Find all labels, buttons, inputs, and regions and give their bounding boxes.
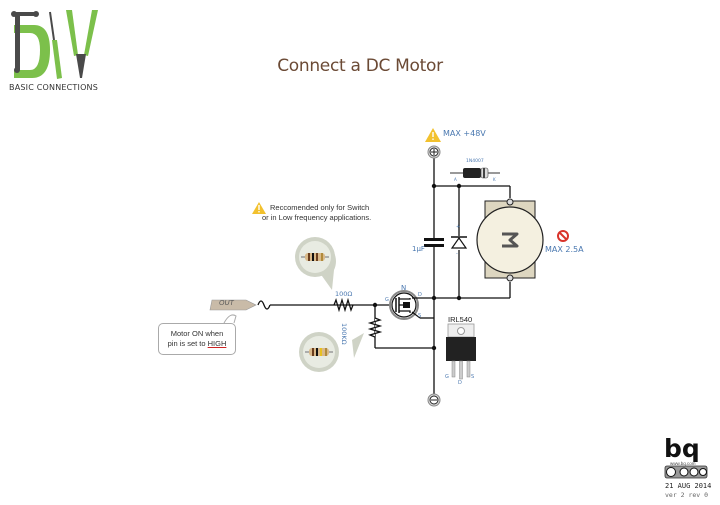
pulldown-resistor-label: 100KΩ: [340, 323, 348, 345]
mosfet-gate-label: G: [385, 297, 389, 303]
out-tag: [209, 299, 257, 311]
capacitor-label: 1µF: [412, 245, 425, 253]
motor-on-callout: Motor ON when pin is set to HIGH: [158, 323, 236, 355]
gate-resistor-label: 100Ω: [335, 290, 353, 298]
bq-logo: bq: [664, 434, 700, 463]
junctions: [372, 183, 462, 351]
diode-1n4007: [450, 167, 500, 179]
plus-terminal: [427, 145, 441, 159]
diode-label: 1N4007: [466, 159, 484, 164]
resistor-bubble-pulldown: [299, 332, 364, 372]
flyback-minus-label: -: [456, 251, 458, 257]
package-pin-s: S: [471, 374, 475, 380]
footer-date: 21 AUG 2014: [665, 482, 712, 490]
diode-anode-label: A: [454, 177, 457, 182]
dc-motor: [476, 198, 544, 282]
mosfet-part-label: IRL540: [448, 315, 473, 324]
pulldown-resistor: [367, 317, 383, 338]
voltage-warning-label: MAX +48V: [443, 129, 486, 138]
diy-logo: [11, 10, 98, 79]
mosfet-drain-label: D: [418, 292, 422, 298]
irl540-package: [446, 323, 476, 380]
diode-cathode-label: K: [493, 177, 496, 182]
flyback-plus-label: +: [456, 224, 461, 230]
flyback-diode-symbol: [450, 236, 468, 250]
recommendation-warning-icon: [252, 202, 266, 214]
minus-terminal: [427, 393, 441, 407]
current-warning-label: MAX 2.5A: [545, 245, 584, 254]
mosfet-source-label: S: [418, 313, 422, 319]
warning-icon: [425, 128, 441, 142]
cc-license-badge: [664, 465, 708, 479]
recommendation-line-2: or in Low frequency applications.: [262, 213, 372, 222]
logo-subtitle: BASIC CONNECTIONS: [9, 83, 99, 92]
svg-text:bq: bq: [664, 434, 700, 463]
mosfet-type-label: N: [401, 284, 407, 292]
capacitor: [424, 238, 444, 247]
bq-url: www.bq.com: [670, 461, 696, 466]
high-label: HIGH: [207, 339, 227, 348]
gate-resistor: [333, 297, 354, 313]
package-pin-d: D: [458, 380, 462, 386]
prohibit-icon: [557, 230, 569, 242]
resistor-bubble-gate: [295, 237, 336, 290]
callout-tail: [223, 314, 237, 324]
mosfet-symbol: [389, 290, 421, 320]
callout-line-1: Motor ON when: [170, 329, 224, 338]
out-pin-label: OUT: [219, 300, 234, 307]
recommendation-line-1: Reccomended only for Switch: [270, 203, 370, 212]
package-pin-g: G: [445, 374, 449, 380]
callout-line-2: pin is set to HIGH: [167, 339, 227, 348]
footer-version: ver 2 rev 0: [665, 491, 709, 499]
page-title: Connect a DC Motor: [277, 56, 443, 76]
